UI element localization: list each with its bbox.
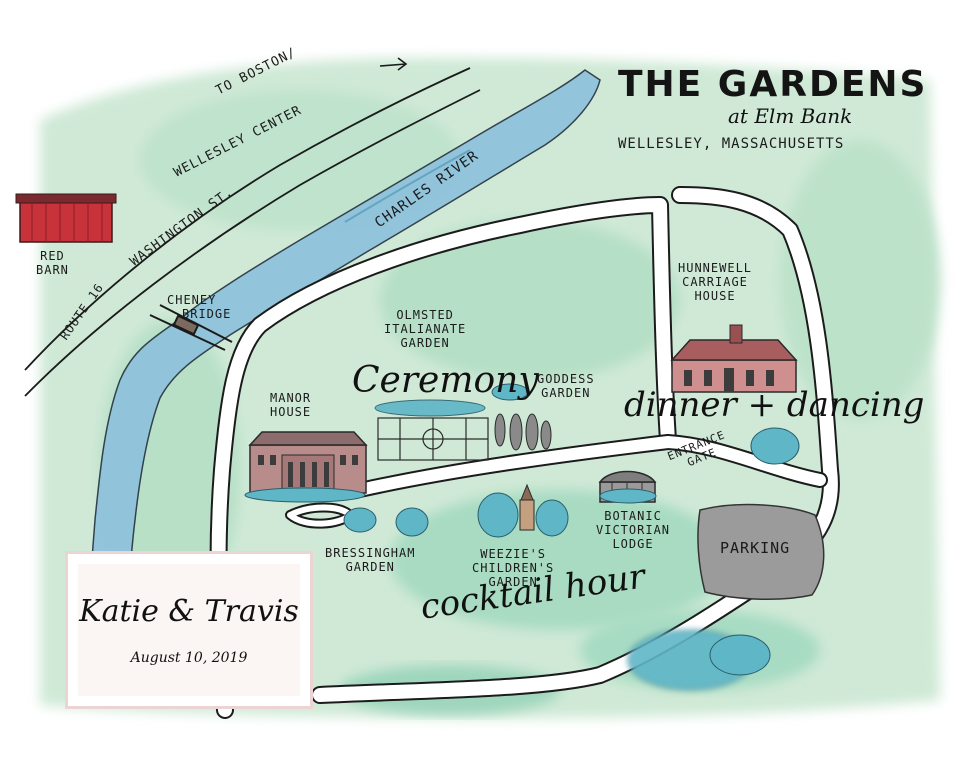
label-botanic-line2: VICTORIAN [596, 522, 671, 537]
couple-card: Katie & Travis August 10, 2019 [65, 551, 313, 709]
event-dinner-dancing: dinner + dancing [624, 385, 925, 425]
label-manor-line1: MANOR [270, 391, 312, 405]
label-hunnewell-carriage-house: HUNNEWELL CARRIAGE HOUSE [678, 261, 753, 303]
goddess-statues [494, 413, 552, 451]
hunnewell-carriage-house [670, 324, 798, 393]
map-title: THE GARDENS [618, 64, 928, 105]
label-bressingham-line1: BRESSINGHAM [325, 546, 416, 560]
label-manor-line2: HOUSE [270, 404, 312, 419]
red-barn [15, 193, 117, 243]
label-weezies-line3: GARDEN [488, 574, 538, 589]
route-16 [24, 67, 481, 397]
cheney-bridge [149, 304, 233, 351]
trees [244, 383, 800, 691]
map-subtitle: at Elm Bank [728, 104, 853, 128]
label-red-barn: RED BARN [36, 249, 69, 278]
label-cheney-line2: BRIDGE [182, 306, 232, 321]
label-weezies-line2: CHILDREN'S [472, 560, 555, 575]
event-ceremony: Ceremony [352, 360, 539, 401]
cheney-arrow [379, 57, 408, 71]
label-manor-house: MANOR HOUSE [270, 391, 312, 420]
label-hunnewell-line3: HOUSE [694, 288, 736, 303]
label-bressingham-garden: BRESSINGHAM GARDEN [325, 546, 416, 575]
label-botanic-lodge: BOTANIC VICTORIAN LODGE [596, 509, 671, 551]
label-weezies-line1: WEEZIE'S [480, 547, 547, 561]
label-cheney-line1: CHENEY [167, 293, 217, 307]
label-olmsted-garden: OLMSTED ITALIANATE GARDEN [384, 308, 467, 350]
manor-house [248, 431, 368, 494]
label-red-barn-line1: RED [40, 249, 65, 263]
label-goddess-garden: GODDESS GARDEN [537, 372, 595, 401]
italianate-garden [377, 417, 489, 461]
couple-names: Katie & Travis [79, 594, 299, 629]
label-olmsted-line1: OLMSTED [396, 308, 454, 322]
parking-lot [697, 503, 825, 600]
label-botanic-line3: LODGE [612, 536, 654, 551]
label-parking: PARKING [720, 539, 791, 557]
label-goddess-line2: GARDEN [541, 385, 591, 400]
label-olmsted-line3: GARDEN [400, 335, 450, 350]
label-botanic-line1: BOTANIC [604, 509, 662, 523]
label-hunnewell-line1: HUNNEWELL [678, 261, 753, 275]
label-red-barn-line2: BARN [36, 262, 69, 277]
map-location: WELLESLEY, MASSACHUSETTS [618, 136, 845, 152]
wedding-date: August 10, 2019 [130, 650, 248, 666]
label-weezies-garden: WEEZIE'S CHILDREN'S GARDEN [472, 547, 555, 589]
label-olmsted-line2: ITALIANATE [384, 321, 467, 336]
couple-card-inner: Katie & Travis August 10, 2019 [78, 564, 300, 696]
label-bressingham-line2: GARDEN [345, 559, 395, 574]
label-hunnewell-line2: CARRIAGE [682, 274, 748, 289]
label-goddess-line1: GODDESS [537, 372, 595, 386]
weezies-tower [519, 483, 535, 531]
label-cheney-bridge: CHENEY BRIDGE [152, 293, 232, 322]
